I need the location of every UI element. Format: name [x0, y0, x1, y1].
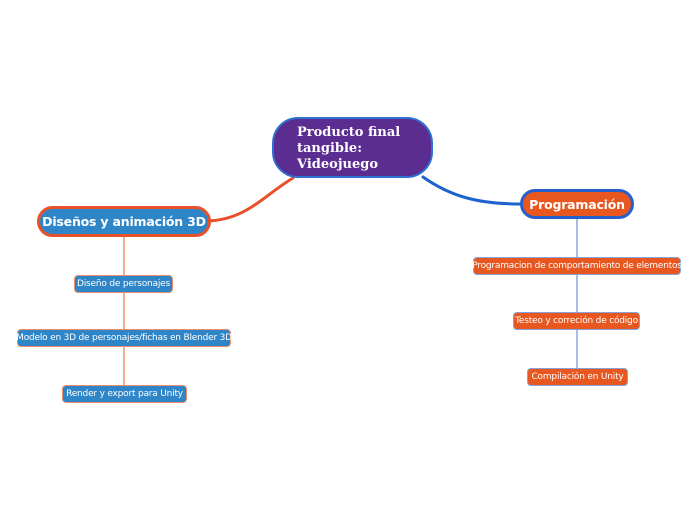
branch-node-design-label: Diseños y animación 3D [42, 214, 206, 229]
root-node-label: Producto final tangible: Videojuego [297, 125, 401, 172]
subtopic-render-export-unity[interactable]: Render y export para Unity [62, 385, 187, 403]
subtopic-design-characters[interactable]: Diseño de personajes [74, 275, 173, 293]
branch-node-design[interactable]: Diseños y animación 3D [37, 206, 211, 237]
subtopic-label: Render y export para Unity [66, 389, 183, 399]
subtopic-label: Testeo y correción de código [515, 316, 638, 326]
subtopic-label: Compilación en Unity [531, 372, 624, 382]
edge-root-to-design [205, 176, 295, 223]
branch-node-programming-label: Programación [529, 196, 625, 212]
subtopic-behavior-programming[interactable]: Programacion de comportamiento de elemen… [472, 257, 682, 275]
edge-root-to-programming [421, 175, 523, 206]
subtopic-blender-modeling[interactable]: Modelo en 3D de personajes/fichas en Ble… [16, 329, 232, 347]
root-node[interactable]: Producto final tangible: Videojuego [272, 117, 433, 178]
subtopic-label: Diseño de personajes [77, 279, 170, 289]
subtopic-testing-code-correction[interactable]: Testeo y correción de código [513, 312, 640, 330]
subtopic-unity-compilation[interactable]: Compilación en Unity [527, 368, 628, 386]
subtopic-label: Modelo en 3D de personajes/fichas en Ble… [16, 333, 232, 343]
branch-node-programming[interactable]: Programación [520, 189, 634, 219]
subtopic-label: Programacion de comportamiento de elemen… [472, 261, 682, 271]
